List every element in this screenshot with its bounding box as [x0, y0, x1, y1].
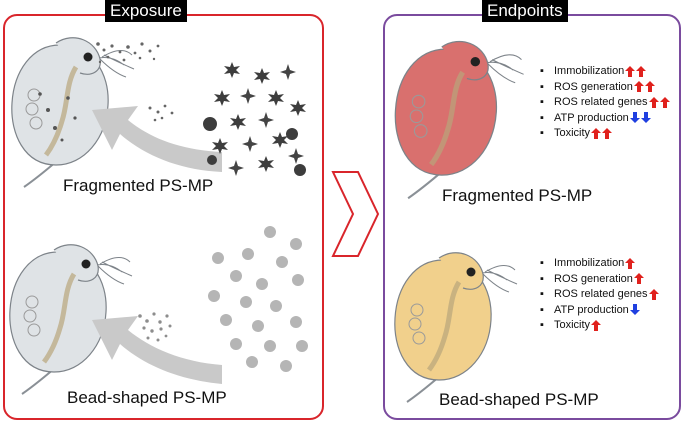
bullet-icon: ▪ — [540, 111, 544, 124]
bullet-icon: ▪ — [540, 65, 544, 77]
endpoints-bead-label: Bead-shaped PS-MP — [439, 390, 599, 409]
fragmented-endpoint-item-text: ROS related genes — [554, 96, 648, 108]
fragmented-endpoint-item-text: ROS generation — [554, 80, 633, 93]
endpoints-fragmented-label: Fragmented PS-MP — [442, 186, 593, 205]
bead-endpoint-item: ▪ ROS related genes — [540, 287, 659, 303]
ingested-fragments — [38, 92, 77, 142]
bead-endpoint-item: ▪ ROS generation — [540, 272, 659, 288]
bead-endpoint-item: ▪ Toxicity — [540, 318, 659, 334]
bead-endpoint-item-text: Toxicity — [554, 319, 591, 331]
fragmented-endpoint-item-text: Immobilization — [554, 65, 625, 77]
fine-beads-bottom — [138, 312, 172, 342]
bullet-icon: ▪ — [540, 272, 544, 285]
chevron-arrow-icon — [331, 171, 380, 257]
bullet-icon: ▪ — [540, 127, 544, 139]
arrow-up-icon — [625, 257, 636, 269]
arrow-up-icon — [636, 65, 647, 77]
bullet-icon: ▪ — [540, 303, 544, 316]
arrow-down-icon — [640, 112, 651, 124]
bullet-icon: ▪ — [540, 319, 544, 331]
fragmented-endpoint-list: ▪ Immobilization ▪ ROS generation ▪ ROS relat… — [540, 64, 670, 142]
bullet-icon: ▪ — [540, 288, 544, 300]
uptake-arrow-bottom — [92, 316, 222, 384]
fragmented-endpoint-item: ▪ ATP production — [540, 111, 670, 127]
arrow-up-icon — [625, 65, 636, 77]
bead-endpoint-item: ▪ Immobilization — [540, 256, 659, 272]
exposure-fragmented-label: Fragmented PS-MP — [63, 176, 214, 195]
arrow-down-icon — [629, 304, 640, 316]
endpoints-title: Endpoints — [482, 0, 568, 22]
exposure-title: Exposure — [105, 0, 187, 22]
bead-endpoint-list: ▪ Immobilization ▪ ROS generation ▪ ROS relat… — [540, 256, 659, 334]
arrow-up-icon — [633, 81, 644, 93]
fragmented-endpoint-item: ▪ Toxicity — [540, 126, 670, 142]
bullet-icon: ▪ — [540, 96, 544, 108]
uptake-arrow-top — [92, 106, 222, 172]
bead-endpoint-item-text: ATP production — [554, 303, 629, 316]
fragmented-endpoint-item: ▪ ROS generation — [540, 80, 670, 96]
exposure-bead-label: Bead-shaped PS-MP — [67, 388, 227, 407]
arrow-up-icon — [644, 81, 655, 93]
bead-endpoint-item-text: Immobilization — [554, 257, 625, 269]
fragmented-endpoint-item: ▪ ROS related genes — [540, 95, 670, 111]
bullet-icon: ▪ — [540, 257, 544, 269]
arrow-up-icon — [633, 273, 644, 285]
bead-endpoint-item-text: ROS related genes — [554, 288, 648, 300]
bullet-icon: ▪ — [540, 80, 544, 93]
arrow-up-icon — [591, 319, 602, 331]
bead-endpoint-item: ▪ ATP production — [540, 303, 659, 319]
arrow-up-icon — [602, 127, 613, 139]
fragmented-endpoint-item: ▪ Immobilization — [540, 64, 670, 80]
arrow-up-icon — [648, 96, 659, 108]
daphnia-bead — [395, 253, 517, 402]
arrow-up-icon — [648, 288, 659, 300]
arrow-down-icon — [629, 112, 640, 124]
bead-particles — [208, 226, 308, 372]
bead-endpoint-item-text: ROS generation — [554, 272, 633, 285]
arrow-up-icon — [591, 127, 602, 139]
fragmented-endpoint-item-text: ATP production — [554, 111, 629, 124]
fine-fragments-top — [96, 42, 174, 122]
arrow-up-icon — [659, 96, 670, 108]
fragmented-particles — [203, 62, 306, 176]
daphnia-fragmented — [395, 41, 523, 198]
fragmented-endpoint-item-text: Toxicity — [554, 127, 591, 139]
